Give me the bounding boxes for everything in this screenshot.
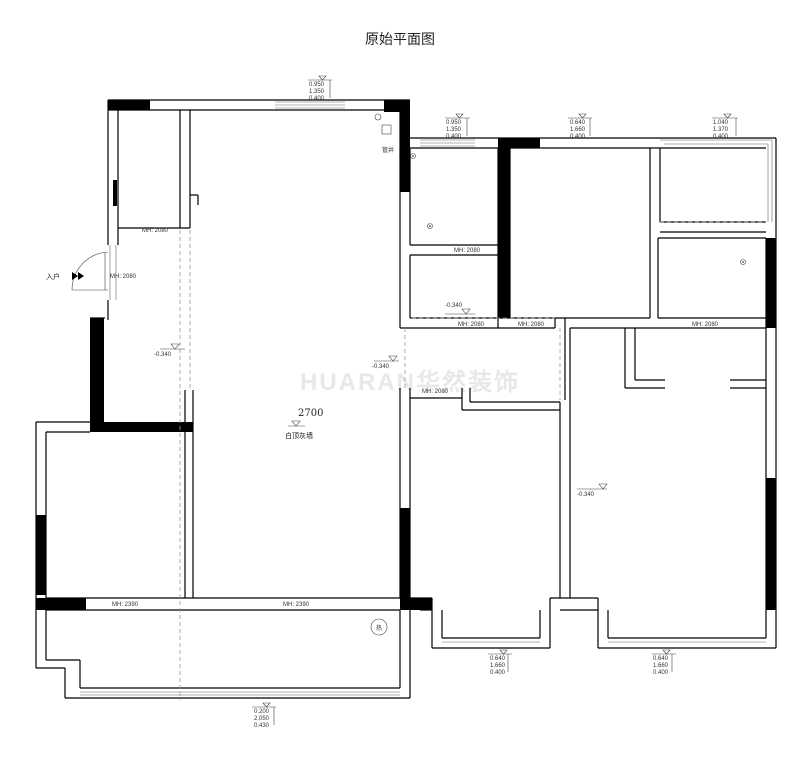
level-mark: -0.340 xyxy=(445,303,475,315)
svg-text:0.950: 0.950 xyxy=(309,82,325,88)
window-mark-w7: 0.200 2.050 0.430 xyxy=(252,702,276,729)
svg-text:0.400: 0.400 xyxy=(570,134,586,140)
svg-text:0.200: 0.200 xyxy=(254,709,270,715)
window-mark-w2: 0.950 1.350 0.400 xyxy=(445,113,470,140)
mh-label: MH: 2390 xyxy=(283,602,310,608)
mh-label: MH: 2080 xyxy=(110,274,137,280)
svg-text:0.950: 0.950 xyxy=(446,120,462,126)
window-mark-w6: 0.640 1.660 0.400 xyxy=(652,649,676,676)
heater-label: 热 xyxy=(376,624,382,632)
mh-label: MH: 2080 xyxy=(692,322,719,328)
svg-text:0.400: 0.400 xyxy=(490,670,506,676)
interior-walls xyxy=(46,110,766,598)
window-mark-w1: 0.950 1.350 0.400 xyxy=(308,75,332,102)
level-mark: -0.340 xyxy=(577,483,608,498)
svg-text:0.400: 0.400 xyxy=(309,96,325,102)
svg-text:0.400: 0.400 xyxy=(713,134,729,140)
entrance-door xyxy=(71,251,109,291)
mh-label: MH: 2390 xyxy=(112,602,139,608)
mh-label: MH: 2080 xyxy=(142,228,169,234)
svg-text:1.350: 1.350 xyxy=(309,89,325,95)
heater-icon xyxy=(370,618,388,636)
dashed-beam-lines xyxy=(179,221,766,700)
ceiling-height: 2700 xyxy=(298,408,323,419)
level-mark: -0.340 xyxy=(372,355,399,370)
window-mark-w3: 0.640 1.660 0.400 xyxy=(568,113,592,140)
svg-text:1.350: 1.350 xyxy=(446,127,462,133)
ceiling-level-mark xyxy=(288,420,305,427)
svg-text:0.400: 0.400 xyxy=(653,670,669,676)
svg-text:0.400: 0.400 xyxy=(446,134,462,140)
svg-text:0.640: 0.640 xyxy=(653,656,669,662)
structural-columns xyxy=(36,100,776,610)
svg-text:1.370: 1.370 xyxy=(713,127,729,133)
mh-label: MH: 2080 xyxy=(518,322,545,328)
shaft-label: 管井 xyxy=(382,146,394,154)
ceiling-note: 白顶灰墙 xyxy=(285,431,313,440)
mh-label: MH: 2080 xyxy=(422,389,449,395)
svg-text:1.660: 1.660 xyxy=(490,663,506,669)
svg-text:-0.340: -0.340 xyxy=(154,352,172,358)
svg-text:1.660: 1.660 xyxy=(570,127,586,133)
svg-text:1.660: 1.660 xyxy=(653,663,669,669)
svg-text:2.050: 2.050 xyxy=(254,716,270,722)
floor-drain-icons xyxy=(374,113,746,265)
svg-text:-0.340: -0.340 xyxy=(445,303,463,309)
svg-text:1.040: 1.040 xyxy=(713,120,729,126)
entrance-arrow-icon xyxy=(72,272,84,280)
svg-text:-0.340: -0.340 xyxy=(577,492,595,498)
svg-text:0.640: 0.640 xyxy=(570,120,586,126)
plan-title: 原始平面图 xyxy=(365,32,435,48)
level-mark: -0.340 xyxy=(154,343,185,358)
windows xyxy=(80,101,773,696)
watermark: HUARAN华然装饰 xyxy=(300,368,520,396)
svg-text:0.640: 0.640 xyxy=(490,656,506,662)
svg-text:0.430: 0.430 xyxy=(254,723,270,729)
window-mark-w4: 1.040 1.370 0.400 xyxy=(712,113,738,140)
entrance-label: 入户 xyxy=(46,272,60,281)
mh-label: MH: 2080 xyxy=(454,248,481,254)
svg-text:-0.340: -0.340 xyxy=(372,364,390,370)
window-mark-w5: 0.640 1.660 0.400 xyxy=(488,649,512,676)
mh-label: MH: 2080 xyxy=(458,322,485,328)
